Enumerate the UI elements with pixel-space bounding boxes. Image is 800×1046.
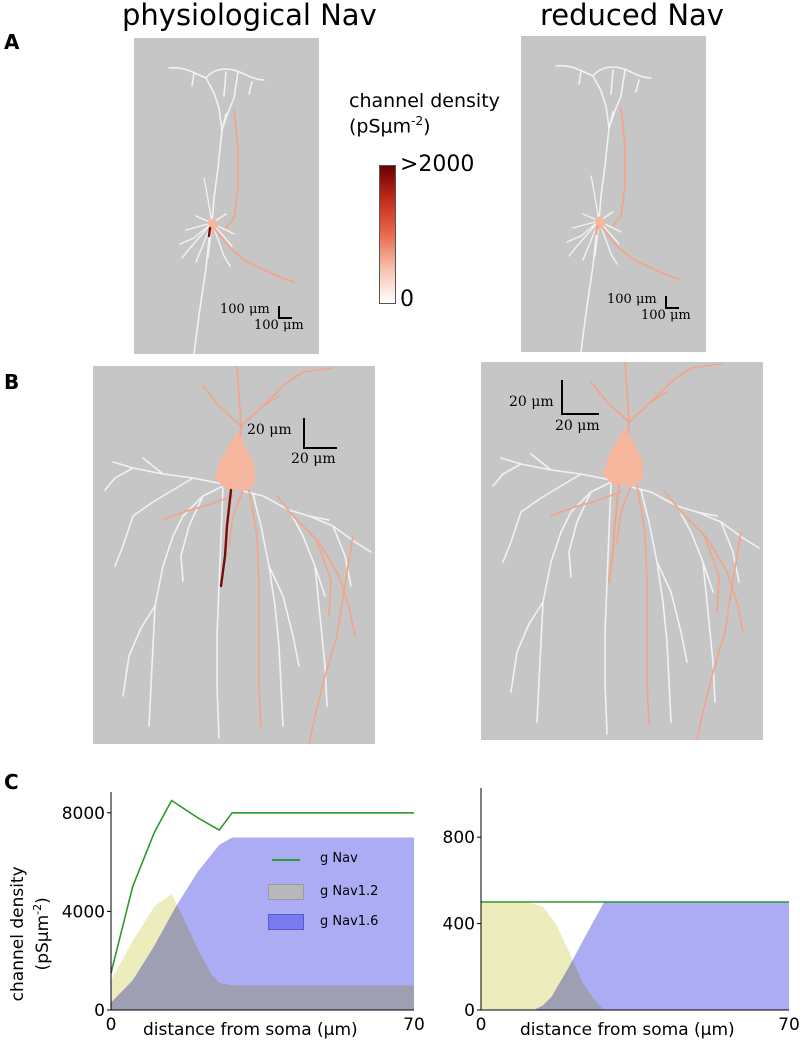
colorbar-title-line2: (pSμm-2) (349, 114, 431, 138)
chart-left-ytick-label: 0 (94, 1001, 105, 1021)
closeup-drawing (492, 361, 760, 741)
legend-label-nav16: g Nav1.6 (320, 914, 379, 929)
scalebar-vertical (561, 380, 563, 414)
chart-right-ytick-label: 400 (443, 915, 475, 935)
neuron-morphology-a-physiological: 100 μm 100 μm (134, 38, 319, 355)
legend-line-nav (272, 859, 300, 861)
scalebar-vertical (665, 296, 667, 308)
scalebar-v-label: 100 μm (220, 302, 270, 317)
chart-right-ytick-label: 800 (443, 828, 475, 848)
chart-right-ytick-label: 0 (464, 1001, 475, 1021)
chart-right-xtick-label: 0 (476, 1015, 487, 1035)
morphology-drawing (555, 64, 682, 353)
panel-letter-c: C (4, 770, 19, 794)
title-physiological: physiological Nav (122, 0, 377, 32)
legend-patch-nav12 (268, 884, 304, 900)
scalebar-vertical (278, 306, 280, 318)
scalebar-h-label: 100 μm (254, 318, 304, 333)
panel-letter-b: B (4, 370, 20, 394)
title-reduced: reduced Nav (540, 0, 724, 32)
scalebar-horizontal (665, 307, 679, 309)
chart-right-xtick-label: 70 (778, 1015, 800, 1035)
neuron-closeup-b-physiological: 20 μm 20 μm (93, 365, 375, 745)
scalebar-vertical (303, 418, 305, 448)
chart-left-line-g-nav (110, 799, 414, 974)
scalebar-h-label: 100 μm (641, 308, 691, 323)
c-left-xlabel: distance from soma (μm) (143, 1020, 358, 1040)
chart-left-xtick-label: 70 (403, 1015, 425, 1035)
morphology-drawing (168, 66, 295, 355)
colorbar-title-line1: channel density (349, 90, 500, 112)
legend-patch-nav16 (268, 914, 304, 930)
chart-right-area-g-nav1-6 (481, 902, 789, 1010)
scalebar-horizontal (561, 413, 599, 415)
neuron-morphology-a-reduced: 100 μm 100 μm (521, 36, 706, 353)
legend-label-nav12: g Nav1.2 (320, 884, 379, 899)
scalebar-v-label: 100 μm (607, 292, 657, 307)
legend-label-nav: g Nav (320, 851, 358, 866)
chart-left-ytick-label: 8000 (62, 804, 105, 824)
scalebar-v-label: 20 μm (247, 422, 292, 438)
chart-left-area-g-nav1-2 (111, 894, 414, 1010)
chart-left-xtick-label: 0 (106, 1015, 117, 1035)
neuron-closeup-b-reduced: 20 μm 20 μm (481, 361, 763, 741)
chart-left-ytick-label: 4000 (62, 902, 105, 922)
panel-letter-a: A (4, 30, 20, 54)
scalebar-horizontal (278, 317, 292, 319)
chart-right-area-g-nav1-2 (481, 902, 789, 1010)
colorbar-gradient (379, 165, 396, 304)
c-right-xlabel: distance from soma (μm) (520, 1020, 735, 1040)
scalebar-h-label: 20 μm (291, 451, 336, 467)
c-left-ylabel: channel density (pSμm-2) (8, 866, 53, 1002)
scalebar-v-label: 20 μm (509, 394, 554, 410)
colorbar-max-label: >2000 (400, 152, 475, 177)
colorbar-min-label: 0 (400, 287, 414, 312)
scalebar-horizontal (303, 447, 337, 449)
scalebar-h-label: 20 μm (555, 418, 600, 434)
closeup-drawing (104, 365, 372, 745)
